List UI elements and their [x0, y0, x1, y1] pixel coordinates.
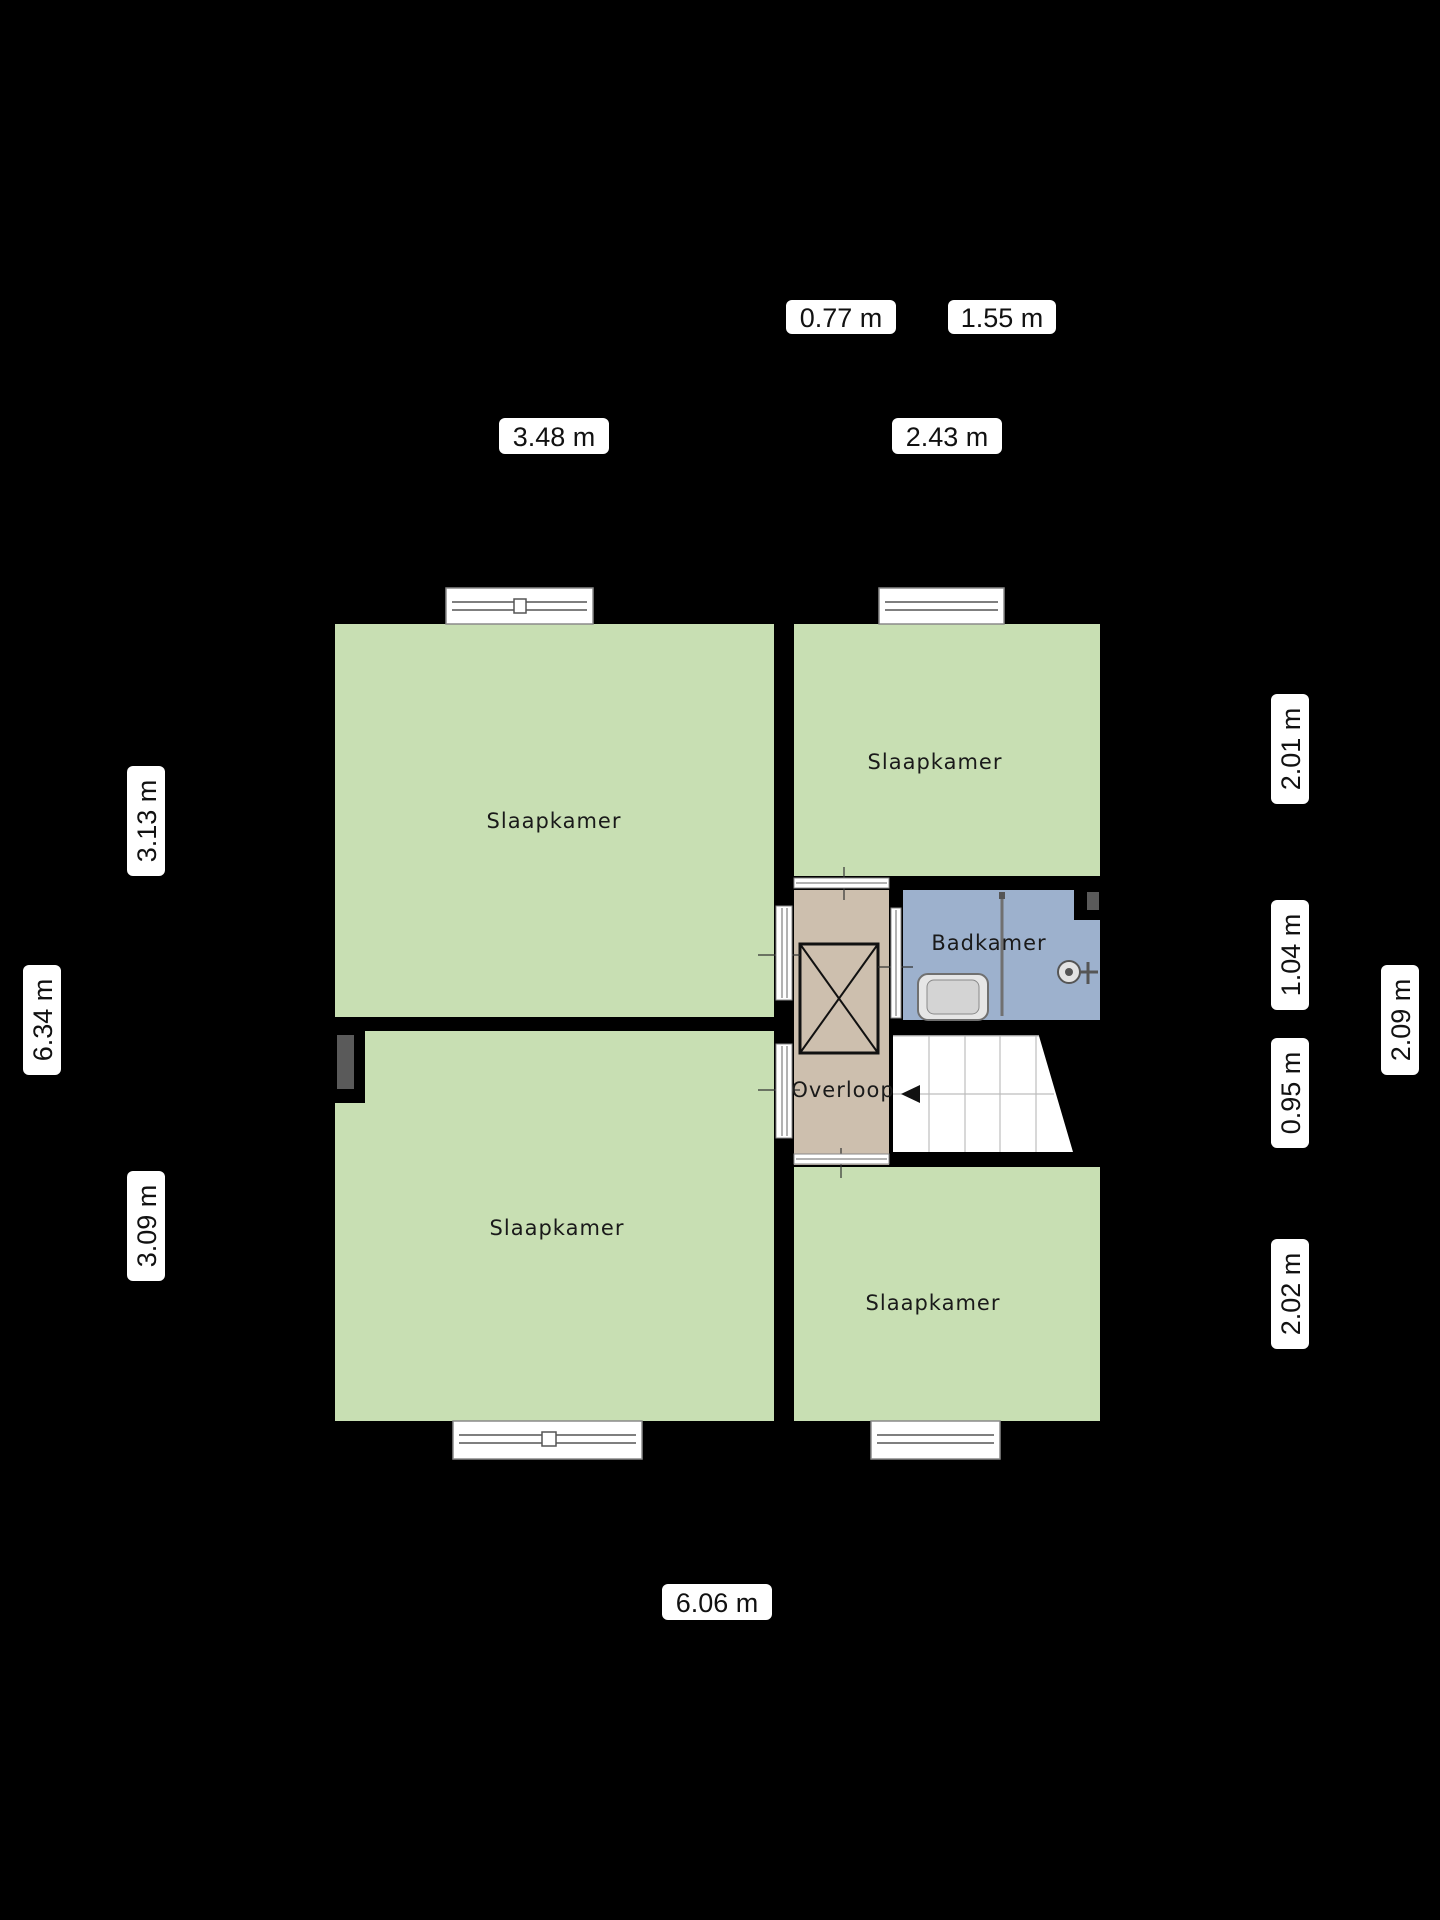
svg-text:3.48 m: 3.48 m [513, 422, 596, 452]
dimension-348: 3.48 m [499, 418, 609, 454]
dimension-313: 3.13 m [127, 766, 165, 876]
window-icon [793, 877, 890, 889]
svg-text:3.13 m: 3.13 m [132, 780, 162, 863]
svg-text:2.01 m: 2.01 m [1276, 708, 1306, 791]
room-label-bedroom-bottom-left: Slaapkamer [490, 1216, 625, 1240]
window-icon [878, 587, 1005, 625]
bathtub-icon [917, 973, 989, 1021]
window-icon [775, 905, 793, 1001]
room-label-bedroom-top-right: Slaapkamer [868, 750, 1003, 774]
dimension-202: 2.02 m [1271, 1239, 1309, 1349]
room-bedroom-top-left[interactable] [335, 624, 774, 1017]
room-label-bathroom: Badkamer [931, 931, 1046, 955]
window-icon [890, 907, 902, 1019]
vent-icon [1087, 892, 1099, 910]
window-icon [775, 1043, 793, 1139]
dimension-155: 1.55 m [948, 300, 1056, 334]
dimension-095: 0.95 m [1271, 1038, 1309, 1148]
window-icon [452, 1420, 643, 1460]
room-label-bedroom-bottom-right: Slaapkamer [866, 1291, 1001, 1315]
svg-text:3.09 m: 3.09 m [132, 1185, 162, 1268]
window-icon [445, 587, 594, 625]
svg-text:2.02 m: 2.02 m [1276, 1253, 1306, 1336]
svg-text:1.04 m: 1.04 m [1276, 914, 1306, 997]
stairs-icon[interactable] [893, 1035, 1073, 1152]
svg-text:6.06 m: 6.06 m [676, 1588, 759, 1618]
svg-text:2.43 m: 2.43 m [906, 422, 989, 452]
dimension-201: 2.01 m [1271, 694, 1309, 804]
room-bedroom-bottom-left[interactable] [335, 1031, 774, 1421]
dimension-606: 6.06 m [662, 1584, 772, 1620]
room-bedroom-bottom-right[interactable] [794, 1167, 1100, 1421]
svg-text:1.55 m: 1.55 m [961, 303, 1044, 333]
window-icon [793, 1153, 890, 1165]
svg-text:2.09 m: 2.09 m [1386, 979, 1416, 1062]
room-bedroom-top-right[interactable] [794, 624, 1100, 876]
room-label-bedroom-top-left: Slaapkamer [487, 809, 622, 833]
window-icon [870, 1420, 1001, 1460]
dimension-309: 3.09 m [127, 1171, 165, 1281]
dimension-077: 0.77 m [786, 300, 896, 334]
stairwell-void-icon [798, 942, 880, 1055]
dimension-634: 6.34 m [23, 965, 61, 1075]
chimney-fill [337, 1035, 354, 1089]
svg-text:0.95 m: 0.95 m [1276, 1052, 1306, 1135]
svg-text:6.34 m: 6.34 m [28, 979, 58, 1062]
dimension-104: 1.04 m [1271, 900, 1309, 1010]
svg-text:0.77 m: 0.77 m [800, 303, 883, 333]
room-landing[interactable] [794, 890, 889, 1165]
room-label-landing: Overloop [791, 1078, 894, 1102]
dimension-209: 2.09 m [1381, 965, 1419, 1075]
stair-direction-arrow-icon [901, 1085, 920, 1103]
shower-icon [999, 892, 1098, 1016]
dimension-243: 2.43 m [892, 418, 1002, 454]
